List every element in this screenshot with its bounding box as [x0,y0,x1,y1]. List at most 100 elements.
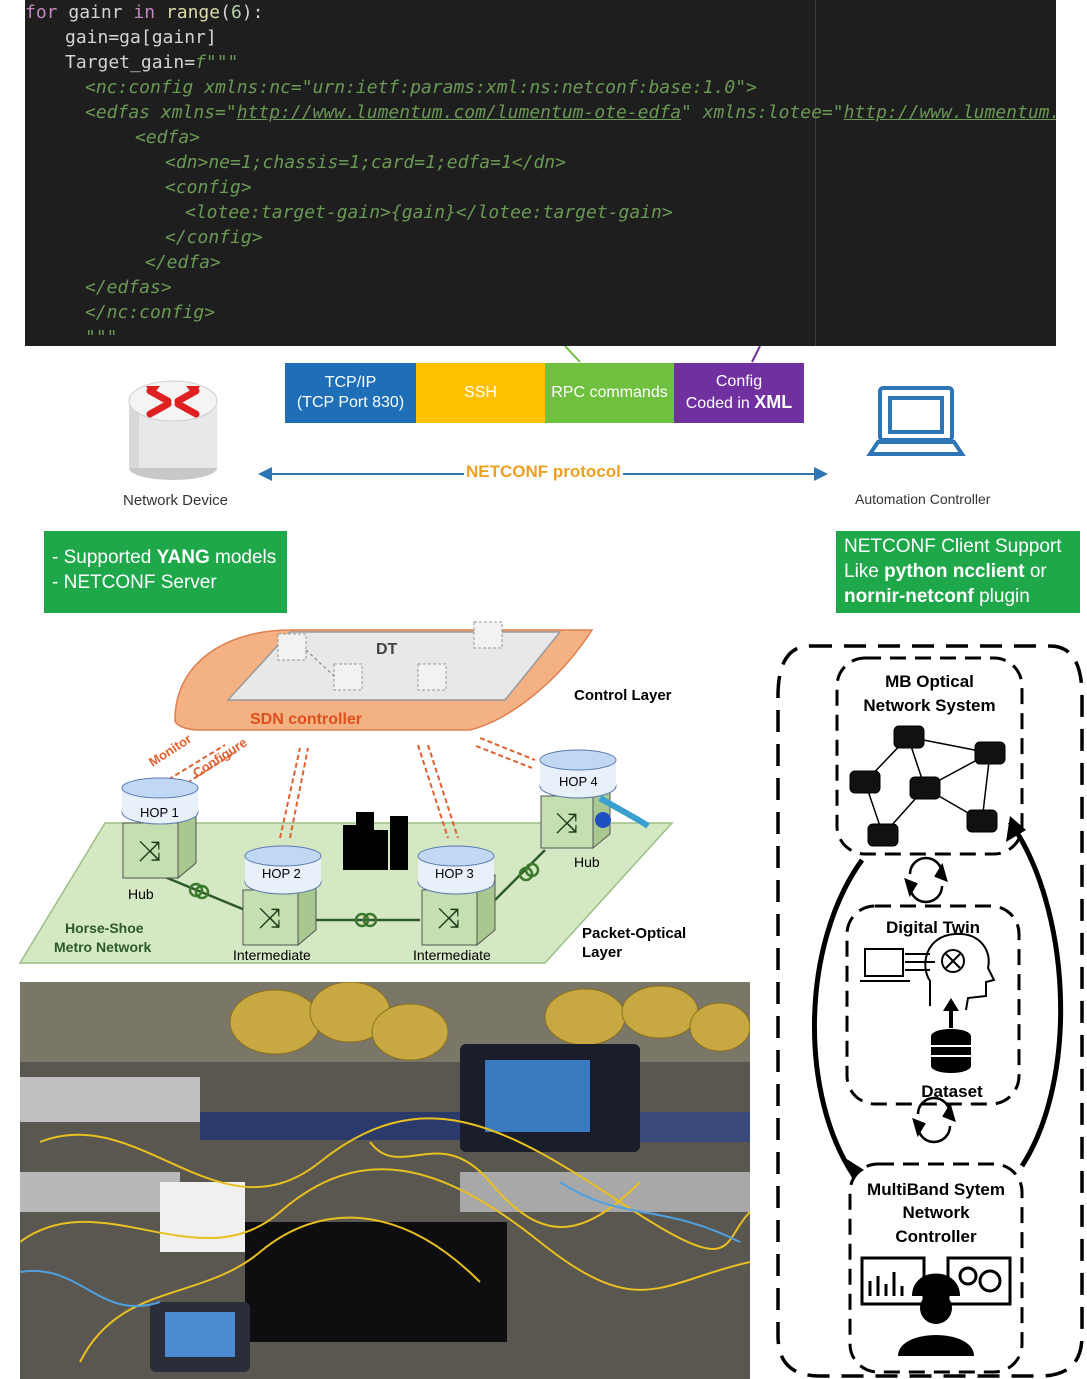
code-line-11: </edfa> [145,252,221,273]
dt-plane [226,631,562,701]
laptop-icon [866,386,966,456]
code-paren-close: ): [241,2,264,23]
controller-title-2: Network [902,1203,970,1222]
or-text: or [1024,561,1047,582]
code-url-2[interactable]: http://www.lumentum.com/lum [843,102,1056,123]
intermediate-1-label: Intermediate [233,947,311,963]
dataset-label: Dataset [921,1082,983,1101]
svg-text:⤨: ⤨ [556,806,578,839]
code-var: gainr [57,2,134,23]
rpc-box: RPC commands [545,363,674,423]
lab-photo-illustration [20,982,750,1379]
outer-dashed-frame [776,644,1084,1378]
netconf-protocol-label: NETCONF protocol [464,462,623,482]
ssh-box: SSH [416,363,545,423]
code-keyword-for: for [25,2,58,23]
sdn-diagram: ⤨ ⤨ ⤨ ⤨ [18,621,674,964]
yang-text: YANG [156,547,210,568]
nornir-text: nornir-netconf [844,586,974,607]
code-line-12: </edfas> [85,277,172,298]
yang-prefix: - Supported [52,547,157,568]
fiber-spools [188,862,540,928]
sdn-controller-label: SDN controller [250,711,363,728]
config-coded-line: Coded in XML [686,392,793,414]
code-edfas-open: <edfas xmlns=" [85,102,237,123]
code-line-6: <edfa> [135,127,201,148]
hop-3-label: HOP 3 [435,866,474,881]
code-line-2: gain=ga[gainr] [65,27,217,48]
network-name-line-2: Metro Network [54,939,152,955]
dt-label: DT [376,641,398,658]
controller-title-3: Controller [895,1227,977,1246]
ai-head-icon [860,932,996,1011]
arrow-left-curve [811,858,865,1178]
hub-right-label: Hub [574,854,600,870]
config-box: Config Coded in XML [674,363,804,423]
svg-text:⤨: ⤨ [438,901,460,934]
sync-icons [904,856,956,1144]
dt-nodes [277,621,503,691]
hop-nodes: ⤨ ⤨ ⤨ ⤨ [121,749,650,947]
building-icon [343,812,408,870]
network-nodes [849,725,1006,847]
client-support-line-3: nornir-netconf plugin [844,584,1072,609]
network-name-line-1: Horse-Shoe [65,920,144,936]
like-text: Like [844,561,885,582]
server-support-box: - Supported YANG models - NETCONF Server [44,531,287,613]
lab-testbed-photo [20,982,750,1379]
plugin-text: plugin [973,586,1030,607]
mb-optical-title-1: MB Optical [885,672,974,691]
code-keyword-in: in [133,2,156,23]
client-support-box: NETCONF Client Support Like python nccli… [836,531,1080,613]
config-label: Config [715,373,763,390]
code-line-1: for gainr in range(6): [25,0,263,25]
loop-diagram [776,644,1084,1378]
code-line-7: <dn>ne=1;chassis=1;card=1;edfa=1</dn> [165,152,566,173]
yang-suffix: models [209,547,277,568]
code-line-14: """ [85,327,118,346]
server-support-line-2: - NETCONF Server [52,572,217,593]
tcpip-port: (TCP Port 830) [296,394,405,411]
code-line-8: <config> [165,177,252,198]
config-coded-text: Coded in [685,395,755,412]
packet-layer-line-2: Layer [582,944,623,961]
code-line-10: </config> [165,227,263,248]
arrow-right-curve [1007,820,1064,1168]
tcpip-box: TCP/IP (TCP Port 830) [285,363,416,423]
engineer-icon [860,1256,1012,1356]
client-support-line-1: NETCONF Client Support [844,536,1062,557]
client-support-line-2: Like python ncclient or [844,559,1072,584]
hop-1-label: HOP 1 [140,805,179,820]
code-line-3: Target_gain=f""" [65,50,238,75]
packet-layer-line-1: Packet-Optical [582,925,687,942]
hop-4-label: HOP 4 [559,774,598,789]
control-layer-label: Control Layer [574,687,672,704]
code-number: 6 [230,2,242,23]
mb-optical-title-2: Network System [863,696,996,715]
code-line-13: </nc:config> [85,302,216,323]
network-device-caption: Network Device [123,492,229,509]
digital-twin-box [845,904,1021,1106]
code-assign: Target_gain= [65,52,196,73]
dataset-icon [931,998,971,1073]
ncclient-text: python ncclient [884,561,1025,582]
code-line-5: <edfas xmlns="http://www.lumentum.com/lu… [85,100,1056,125]
ssh-label: SSH [464,384,497,401]
intermediate-2-label: Intermediate [413,947,491,963]
automation-controller-caption: Automation Controller [855,491,991,507]
svg-text:⤨: ⤨ [259,901,281,934]
tcpip-label: TCP/IP [324,374,377,391]
code-function: range [155,2,221,23]
server-support-line-1: - Supported YANG models [52,545,279,570]
hub-left-label: Hub [128,886,154,902]
mb-optical-box [835,656,1024,856]
code-paren: ( [220,2,231,23]
code-edfas-attr: " xmlns:lotee=" [681,102,844,123]
router-icon [128,380,218,480]
controller-title-1: MultiBand Sytem [867,1180,1005,1199]
code-url-1[interactable]: http://www.lumentum.com/lumentum-ote-edf… [236,102,682,123]
digital-twin-title: Digital Twin [885,918,981,937]
code-editor-panel: for gainr in range(6): gain=ga[gainr] Ta… [25,0,1056,346]
config-xml-text: XML [754,392,793,412]
svg-text:⤨: ⤨ [139,834,161,867]
